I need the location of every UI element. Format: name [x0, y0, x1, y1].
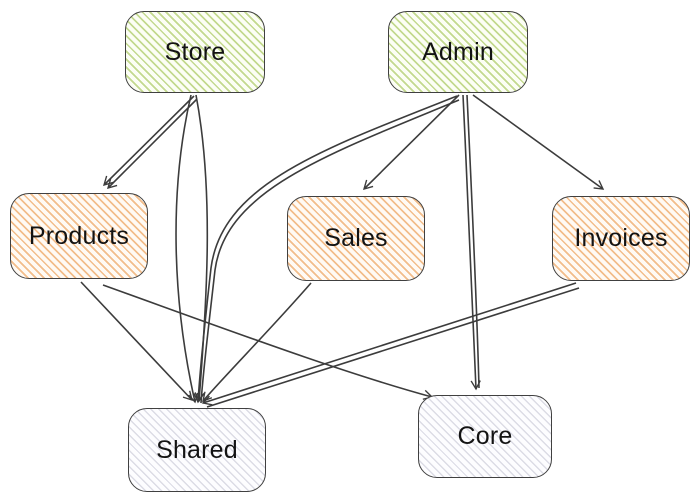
node-store-label: Store	[164, 37, 226, 66]
node-admin: Admin	[388, 11, 528, 93]
edge-store-products	[102, 95, 195, 186]
edge-admin-core	[462, 94, 481, 391]
node-admin-label: Admin	[422, 37, 494, 66]
edge-products-core	[102, 284, 434, 400]
edge-store-shared	[175, 94, 199, 404]
edge-sales-shared	[202, 282, 312, 403]
node-invoices: Invoices	[552, 196, 690, 281]
node-shared: Shared	[128, 408, 266, 492]
edge-admin-sales	[362, 94, 460, 190]
node-shared-label: Shared	[156, 435, 238, 464]
node-invoices-label: Invoices	[574, 224, 668, 252]
node-products: Products	[10, 193, 148, 279]
edge-admin-invoices	[472, 94, 605, 190]
edge-invoices-shared-2	[206, 287, 580, 408]
edge-invoices-shared	[201, 282, 577, 406]
edge-admin-shared	[193, 95, 458, 404]
node-core: Core	[418, 395, 552, 478]
node-sales-label: Sales	[324, 224, 388, 252]
edge-store-products-2	[106, 98, 198, 190]
edge-admin-shared-2	[200, 99, 460, 404]
edge-products-shared	[80, 281, 193, 402]
node-products-label: Products	[28, 221, 130, 250]
node-store: Store	[125, 11, 265, 93]
node-core-label: Core	[457, 422, 513, 450]
edge-admin-core-2	[466, 94, 480, 389]
node-sales: Sales	[287, 196, 425, 281]
